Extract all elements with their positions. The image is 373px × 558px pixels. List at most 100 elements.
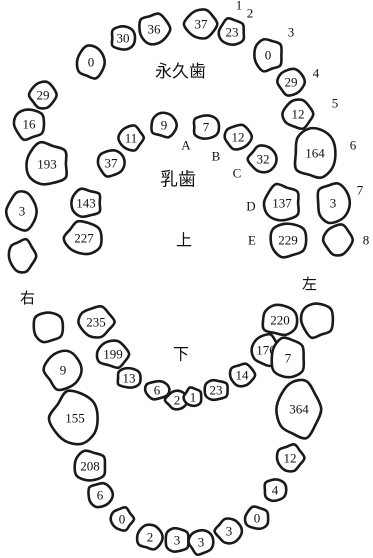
lower-deciduous-tooth-count: 1	[190, 390, 197, 405]
lower-permanent-tooth	[263, 478, 288, 503]
upper-permanent-tooth-count: 0	[88, 55, 95, 70]
upper-permanent-tooth-count: 16	[23, 117, 37, 132]
lower-permanent-tooth-count: 7	[285, 351, 292, 366]
permanent-position-number: 2	[247, 6, 254, 21]
permanent-position-number: 4	[313, 66, 320, 81]
right-side-label: 右	[20, 289, 35, 307]
permanent-position-number: 3	[288, 25, 295, 40]
permanent-position-number: 1	[236, 0, 243, 13]
lower-deciduous-tooth	[203, 378, 229, 402]
upper-permanent-tooth-count: 0	[265, 48, 272, 63]
upper-deciduous-tooth	[246, 144, 278, 174]
lower-permanent-tooth-count: 12	[284, 451, 297, 466]
upper-deciduous-tooth-count: 143	[76, 196, 96, 211]
permanent-position-number: 6	[350, 138, 357, 153]
upper-permanent-tooth	[316, 181, 352, 225]
upper-jaw-label: 上	[176, 231, 192, 250]
upper-deciduous-tooth-count: 12	[232, 130, 245, 145]
upper-permanent-tooth	[25, 140, 69, 186]
upper-deciduous-tooth-count: 137	[272, 196, 292, 211]
upper-deciduous-tooth-count: 9	[161, 118, 168, 133]
upper-permanent-tooth-count: 164	[305, 146, 325, 161]
upper-deciduous-tooth	[70, 187, 102, 219]
deciduous-position-letter: E	[248, 233, 256, 248]
lower-deciduous-tooth-count: 220	[270, 313, 290, 328]
deciduous-teeth-label: 乳歯	[160, 170, 196, 191]
permanent-position-number: 7	[357, 183, 364, 198]
permanent-teeth-label: 永久歯	[155, 62, 206, 82]
upper-permanent-tooth-count: 37	[195, 17, 209, 32]
lower-deciduous-tooth-count: 23	[210, 383, 223, 398]
upper-permanent-tooth	[7, 237, 38, 274]
upper-permanent-tooth	[253, 37, 283, 73]
upper-permanent-tooth-count: 29	[37, 88, 50, 103]
upper-permanent-tooth-count: 30	[117, 31, 130, 46]
lower-permanent-tooth-count: 6	[97, 488, 104, 503]
upper-permanent-tooth	[293, 126, 337, 180]
lower-permanent-tooth	[270, 336, 306, 379]
left-side-label: 左	[302, 275, 317, 293]
lower-deciduous-tooth-count: 13	[123, 371, 136, 386]
lower-permanent-tooth-count: 0	[119, 512, 126, 527]
lower-permanent-tooth-count: 0	[254, 511, 261, 526]
upper-permanent-tooth-count: 36	[148, 22, 162, 37]
lower-deciduous-tooth	[163, 389, 190, 411]
upper-permanent-tooth	[12, 108, 46, 142]
lower-deciduous-tooth-count: 2	[174, 393, 181, 408]
upper-permanent-tooth	[75, 44, 107, 80]
lower-permanent-tooth-count: 4	[272, 483, 279, 498]
lower-permanent-tooth	[42, 349, 83, 392]
lower-permanent-tooth	[73, 449, 107, 482]
upper-deciduous-tooth	[192, 114, 221, 140]
lower-deciduous-tooth	[228, 362, 257, 388]
upper-deciduous-tooth-count: 7	[203, 120, 210, 135]
upper-permanent-tooth-count: 12	[292, 107, 305, 122]
lower-deciduous-tooth	[182, 386, 203, 408]
lower-permanent-tooth-count: 3	[198, 535, 205, 550]
lower-permanent-tooth	[275, 442, 306, 473]
lower-permanent-tooth-count: 2	[147, 530, 154, 545]
upper-deciduous-tooth	[62, 219, 103, 256]
lower-permanent-tooth	[299, 302, 335, 340]
upper-permanent-tooth	[281, 98, 315, 131]
upper-deciduous-tooth-count: 229	[278, 233, 298, 248]
upper-permanent-tooth	[217, 16, 246, 46]
lower-permanent-tooth-count: 364	[289, 402, 309, 417]
lower-deciduous-tooth-count: 6	[154, 383, 161, 398]
lower-deciduous-tooth	[261, 303, 299, 337]
upper-permanent-tooth-count: 23	[226, 25, 239, 40]
lower-permanent-tooth-count: 3	[226, 524, 233, 539]
upper-permanent-tooth-count: 3	[19, 204, 26, 219]
lower-permanent-tooth	[164, 526, 190, 554]
upper-permanent-tooth	[110, 25, 137, 51]
upper-deciduous-tooth	[269, 222, 308, 259]
upper-deciduous-tooth	[150, 111, 179, 139]
deciduous-position-letter: C	[233, 166, 242, 181]
upper-permanent-tooth	[321, 223, 355, 257]
upper-deciduous-tooth	[223, 123, 254, 151]
upper-deciduous-tooth	[117, 124, 146, 152]
permanent-position-number: 5	[332, 96, 339, 111]
lower-permanent-tooth-count: 208	[80, 459, 100, 474]
lower-deciduous-tooth	[77, 305, 116, 339]
permanent-position-number: 8	[363, 233, 370, 248]
lower-permanent-tooth-count: 3	[174, 533, 181, 548]
upper-permanent-tooth-count: 3	[330, 196, 337, 211]
lower-deciduous-tooth	[143, 379, 171, 401]
deciduous-position-letter: D	[246, 199, 255, 214]
upper-deciduous-tooth	[262, 182, 301, 222]
lower-permanent-tooth	[135, 523, 164, 551]
upper-deciduous-tooth	[96, 148, 126, 178]
upper-permanent-tooth	[182, 8, 219, 40]
upper-permanent-tooth	[27, 80, 58, 110]
upper-permanent-tooth-count: 193	[37, 157, 57, 172]
upper-deciduous-tooth-count: 32	[257, 152, 270, 167]
lower-deciduous-tooth-count: 14	[236, 368, 250, 383]
deciduous-position-letter: A	[181, 138, 191, 153]
upper-deciduous-tooth-count: 227	[74, 231, 94, 246]
lower-jaw-label: 下	[173, 345, 189, 364]
lower-permanent-tooth	[213, 517, 244, 545]
upper-permanent-tooth	[138, 12, 172, 46]
